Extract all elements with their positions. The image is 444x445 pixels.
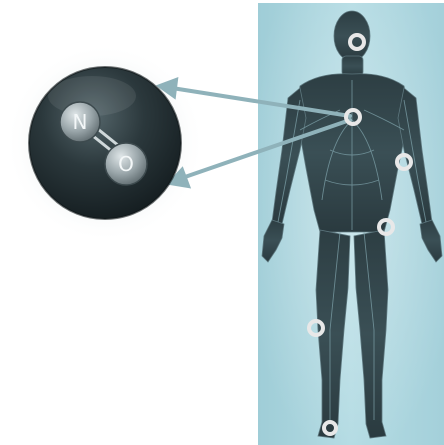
oxygen-atom: O — [105, 143, 147, 185]
oxygen-symbol: O — [118, 152, 134, 176]
nitrogen-symbol: N — [73, 110, 88, 134]
molecule-sphere — [29, 67, 181, 219]
nitrogen-atom: N — [60, 102, 100, 142]
neck — [342, 56, 363, 76]
